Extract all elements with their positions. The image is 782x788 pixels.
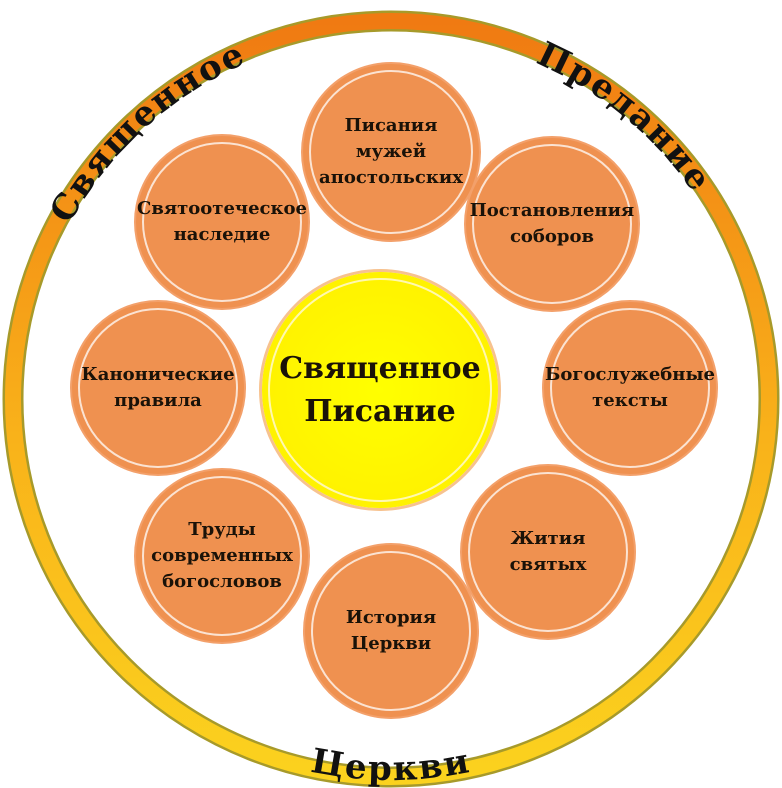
- node-label: Святоотеческое наследие: [137, 197, 307, 245]
- node-label: Труды современных богословов: [151, 518, 293, 593]
- node-label: Писания мужей апостольских: [319, 114, 463, 189]
- node-label: Постановления соборов: [469, 199, 635, 247]
- node-patristic-heritage: Святоотеческое наследие: [136, 136, 308, 308]
- ring-label-church: Церкви: [308, 741, 474, 788]
- node-modern-theologians: Труды современных богословов: [136, 470, 308, 642]
- node-label: Богослужебные тексты: [545, 363, 715, 411]
- node-label: История Церкви: [345, 606, 437, 654]
- node-label: Канонические правила: [81, 363, 235, 411]
- center-label: Священное Писание: [279, 350, 481, 430]
- node-liturgical-texts: Богослужебные тексты: [544, 302, 716, 474]
- node-council-decrees: Постановления соборов: [466, 138, 638, 310]
- node-label: Жития святых: [509, 527, 587, 575]
- node-apostolic-fathers: Писания мужей апостольских: [303, 64, 479, 240]
- node-lives-of-saints: Жития святых: [462, 466, 634, 638]
- center-holy-scripture: Священное Писание: [262, 272, 498, 508]
- node-church-history: История Церкви: [305, 545, 477, 717]
- node-canon-rules: Канонические правила: [72, 302, 244, 474]
